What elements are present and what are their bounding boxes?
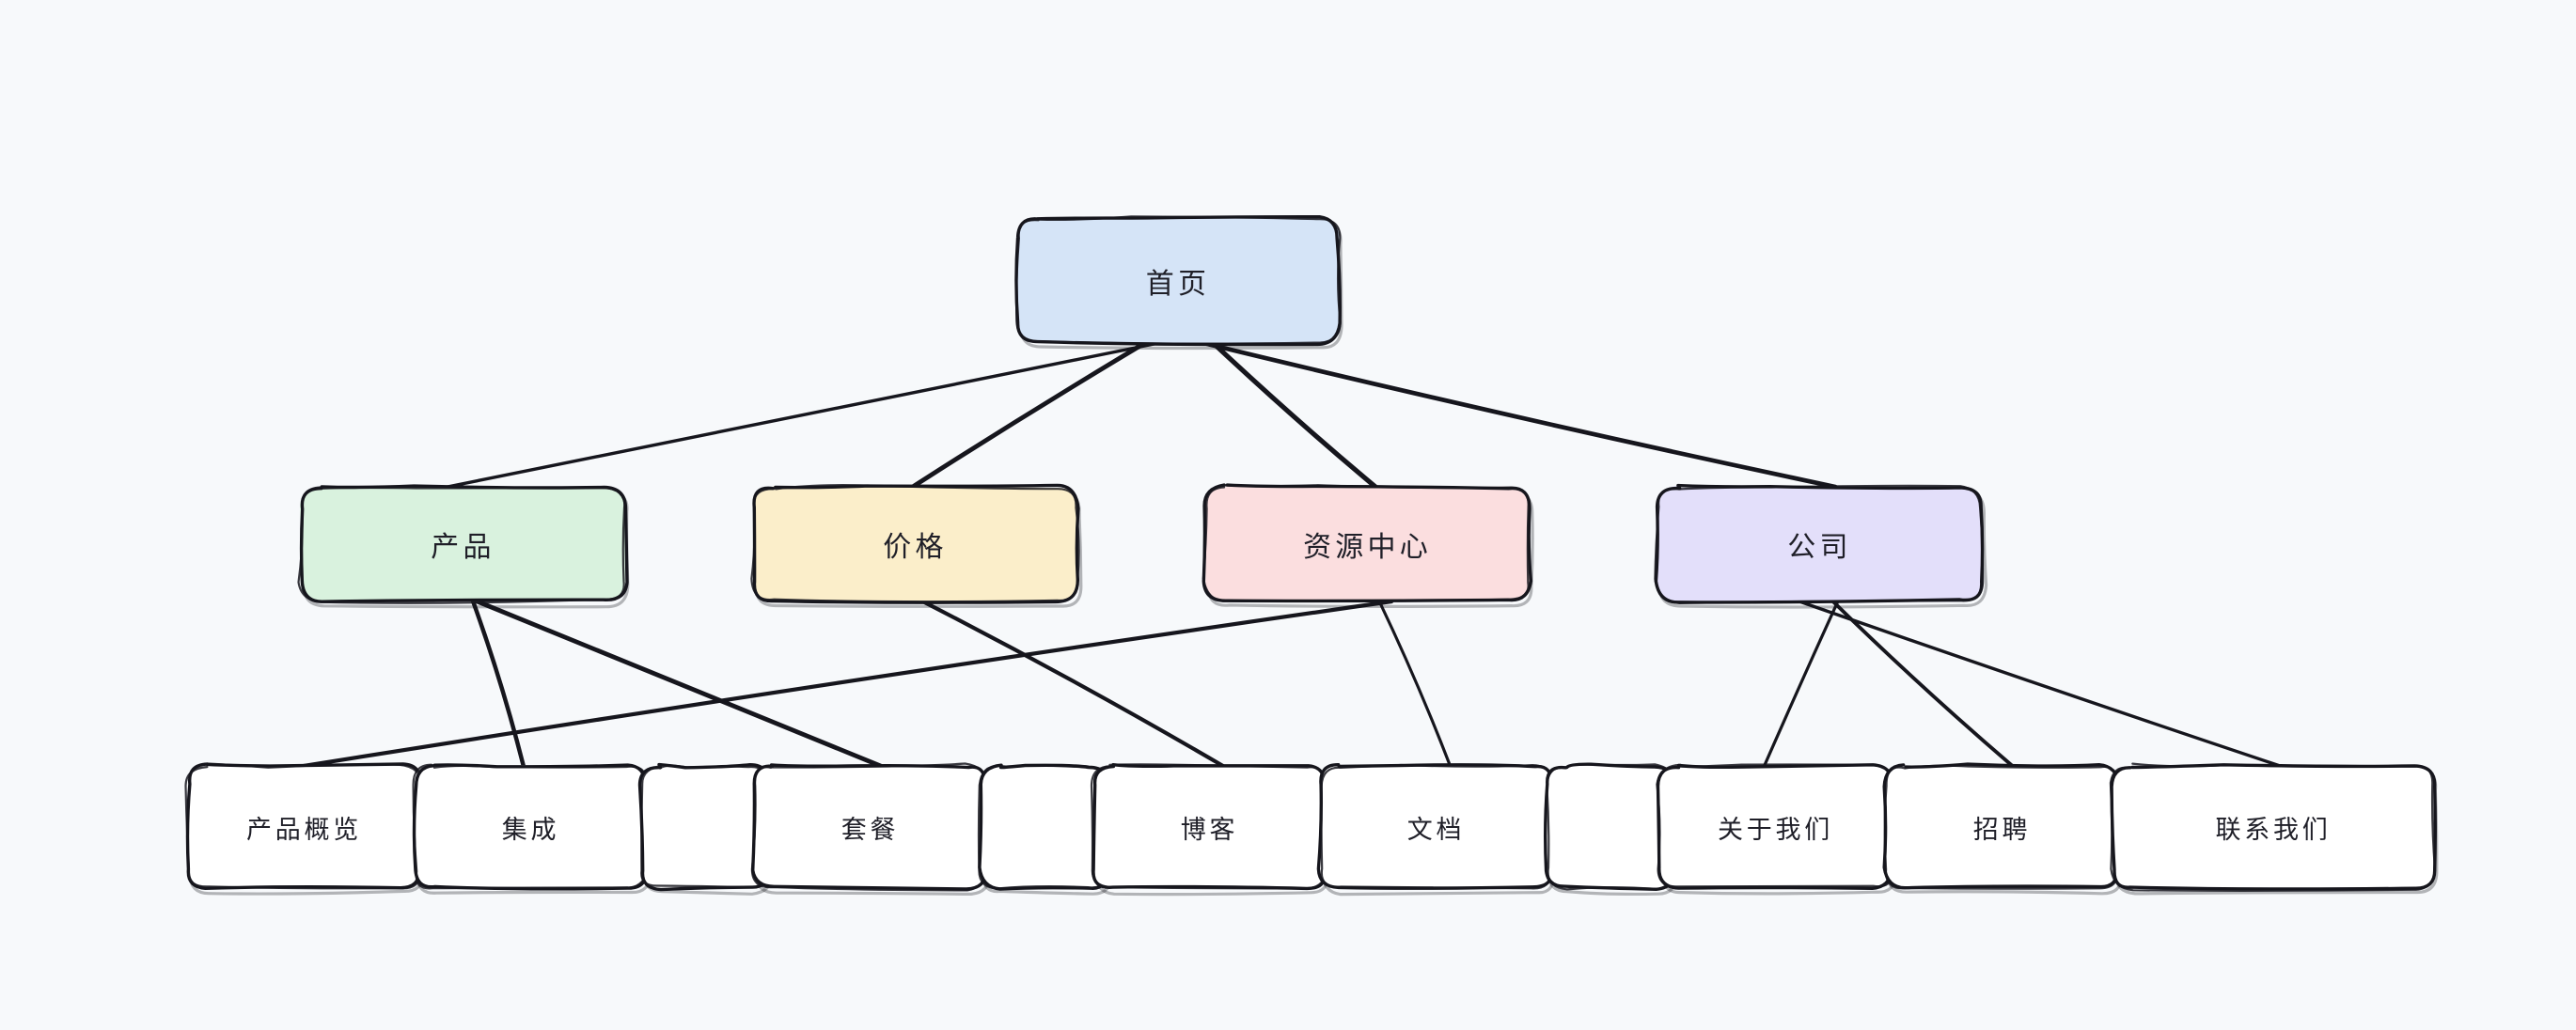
node-integrations[interactable] (412, 763, 652, 895)
edge-products-to-plans (475, 599, 884, 769)
node-hit-integrations[interactable] (415, 766, 647, 888)
node-hit-leaf-blank-3[interactable] (1547, 766, 1674, 888)
node-hit-careers[interactable] (1886, 766, 2118, 888)
edge-company-to-careers (1830, 600, 2015, 768)
edge-home-to-resources (1210, 340, 1378, 490)
edge-home-to-pricing (910, 340, 1148, 490)
edge-resources-to-docs (1377, 600, 1453, 768)
node-hit-products[interactable] (301, 487, 625, 601)
node-pricing[interactable] (750, 483, 1083, 608)
node-docs[interactable] (1316, 762, 1558, 897)
edge-company-to-contact-us (1798, 600, 2282, 768)
node-hit-leaf-blank-1[interactable] (641, 766, 769, 888)
node-hit-about-us[interactable] (1659, 766, 1892, 888)
node-hit-product-overview[interactable] (188, 766, 420, 888)
node-product-overview[interactable] (184, 762, 425, 896)
node-resources[interactable] (1202, 483, 1534, 608)
edge-home-to-products (446, 341, 1161, 489)
node-hit-blog[interactable] (1093, 766, 1326, 888)
node-hit-docs[interactable] (1320, 766, 1552, 888)
node-about-us[interactable] (1656, 763, 1897, 896)
node-hit-pricing[interactable] (753, 487, 1077, 601)
edge-resources-to-product-overview (301, 599, 1394, 769)
node-hit-resources[interactable] (1205, 487, 1530, 601)
node-hit-contact-us[interactable] (2113, 766, 2434, 888)
node-hit-company[interactable] (1657, 487, 1982, 601)
node-hit-plans[interactable] (754, 766, 986, 888)
node-contact-us[interactable] (2109, 762, 2439, 896)
edge-company-to-about-us (1762, 600, 1840, 768)
node-company[interactable] (1654, 483, 1988, 609)
edge-home-to-company (1201, 340, 1838, 490)
edge-layer (301, 340, 2282, 769)
node-careers[interactable] (1882, 762, 2124, 896)
node-hit-leaf-blank-2[interactable] (981, 766, 1108, 888)
node-plans[interactable] (750, 762, 991, 896)
edge-products-to-integrations (470, 599, 526, 769)
node-home[interactable] (1014, 214, 1343, 351)
node-products[interactable] (297, 484, 630, 609)
node-hit-home[interactable] (1017, 218, 1339, 343)
edge-pricing-to-blog (920, 599, 1225, 769)
node-blog[interactable] (1090, 763, 1331, 897)
node-layer (184, 214, 2439, 897)
